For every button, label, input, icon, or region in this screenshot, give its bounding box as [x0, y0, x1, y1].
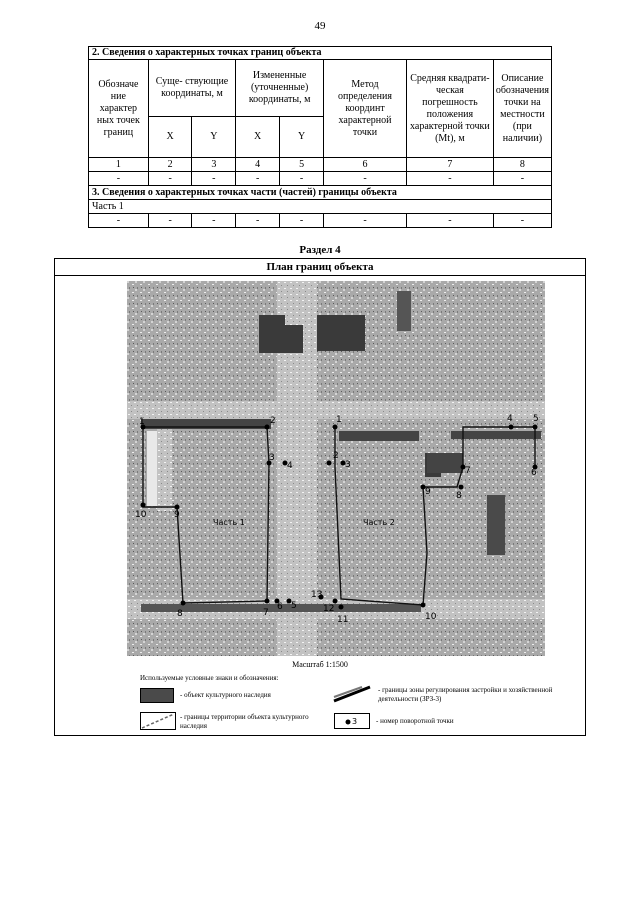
heritage-building	[259, 315, 285, 353]
svg-text:8: 8	[177, 609, 183, 619]
svg-text:3: 3	[345, 460, 351, 470]
heritage-building	[397, 291, 411, 331]
table-cell: -	[235, 171, 281, 186]
svg-text:9: 9	[425, 487, 431, 497]
table-cell: -	[492, 171, 553, 186]
part-label: Часть 1	[88, 199, 552, 214]
table-cell: -	[191, 213, 237, 228]
legend-point-sample: 3	[352, 717, 357, 726]
col-number: 6	[323, 157, 407, 172]
table-cell: -	[147, 213, 193, 228]
svg-text:2: 2	[270, 416, 276, 426]
heritage-building	[317, 315, 365, 351]
svg-text:6: 6	[277, 602, 283, 612]
header-y2: Y	[279, 116, 325, 158]
svg-text:7: 7	[465, 466, 471, 476]
table-cell: -	[279, 171, 325, 186]
svg-text:4: 4	[507, 414, 513, 424]
header-changed: Измененные (уточненные) координаты, м	[235, 59, 325, 117]
table-cell: -	[88, 171, 149, 186]
heritage-swatch-icon	[140, 688, 174, 703]
section3-title: 3. Сведения о характерных точках части (…	[88, 185, 552, 200]
column-numbers-row: 1 2 3 4 5 6 7 8	[88, 157, 553, 172]
plan-frame: План границ объекта	[54, 258, 586, 736]
table-cell: -	[279, 213, 325, 228]
legend-heritage: - объект культурного наследия	[180, 691, 271, 699]
part1-map-label: Часть 1	[213, 518, 245, 527]
header-designation: Обозначе ние характер ных точек границ	[88, 59, 149, 158]
svg-text:1: 1	[139, 417, 145, 427]
table-cell: -	[191, 171, 237, 186]
legend-point: - номер поворотной точки	[376, 717, 454, 725]
header-error: Средняя квадрати- ческая погрешность пол…	[405, 59, 494, 158]
table-cell: -	[405, 171, 494, 186]
col-number: 1	[88, 157, 149, 172]
section4-heading: Раздел 4	[299, 244, 341, 256]
svg-text:8: 8	[456, 491, 462, 501]
page-number: 49	[314, 20, 326, 32]
col-number: 4	[235, 157, 281, 172]
heritage-building	[487, 495, 505, 555]
table-cell: -	[88, 213, 149, 228]
legend-territory: - границы территории объекта культурного…	[180, 713, 309, 730]
svg-text:10: 10	[425, 612, 437, 622]
svg-text:4: 4	[287, 461, 293, 471]
header-x2: X	[235, 116, 281, 158]
svg-text:9: 9	[174, 510, 180, 520]
points-table: 2. Сведения о характерных точках границ …	[88, 46, 553, 228]
table-row: - - - - - - - -	[88, 171, 553, 186]
svg-text:5: 5	[533, 414, 539, 424]
col-number: 5	[279, 157, 325, 172]
svg-text:13: 13	[311, 590, 322, 600]
part2-map-label: Часть 2	[363, 518, 395, 527]
table-cell: -	[147, 171, 193, 186]
svg-text:10: 10	[135, 510, 147, 520]
svg-text:11: 11	[337, 615, 348, 625]
plan-title: План границ объекта	[55, 259, 585, 276]
legend-zone: - границы зоны регулирования застройки и…	[378, 686, 553, 703]
boundary-points	[140, 424, 538, 610]
svg-text:5: 5	[291, 601, 297, 611]
svg-text:3: 3	[269, 453, 275, 463]
legend-heading: Используемые условные знаки и обозначени…	[140, 674, 279, 682]
map-scale: Масштаб 1:1500	[292, 660, 348, 669]
header-existing: Суще- ствующие координаты, м	[147, 59, 237, 117]
territory-boundary-swatch-icon	[140, 712, 176, 730]
table-row: - - - - - - - -	[88, 213, 553, 228]
table-cell: -	[323, 171, 407, 186]
header-x: X	[147, 116, 193, 158]
header-y: Y	[191, 116, 237, 158]
col-number: 3	[191, 157, 237, 172]
header-method: Метод определения координт характерной т…	[323, 59, 407, 158]
svg-text:7: 7	[263, 608, 269, 618]
svg-text:2: 2	[333, 451, 339, 461]
table-cell: -	[492, 213, 553, 228]
section2-title: 2. Сведения о характерных точках границ …	[88, 46, 552, 60]
svg-text:12: 12	[323, 604, 334, 614]
svg-text:1: 1	[336, 415, 342, 425]
table-cell: -	[323, 213, 407, 228]
header-description: Описание обозначения точки на местности …	[492, 59, 553, 158]
col-number: 2	[147, 157, 193, 172]
svg-text:6: 6	[531, 468, 537, 478]
point-number-swatch-icon: 3	[334, 713, 370, 729]
table-cell: -	[405, 213, 494, 228]
col-number: 8	[492, 157, 553, 172]
zone-boundary-swatch-icon	[332, 685, 372, 703]
heritage-building	[285, 325, 303, 353]
table-cell: -	[235, 213, 281, 228]
col-number: 7	[405, 157, 494, 172]
